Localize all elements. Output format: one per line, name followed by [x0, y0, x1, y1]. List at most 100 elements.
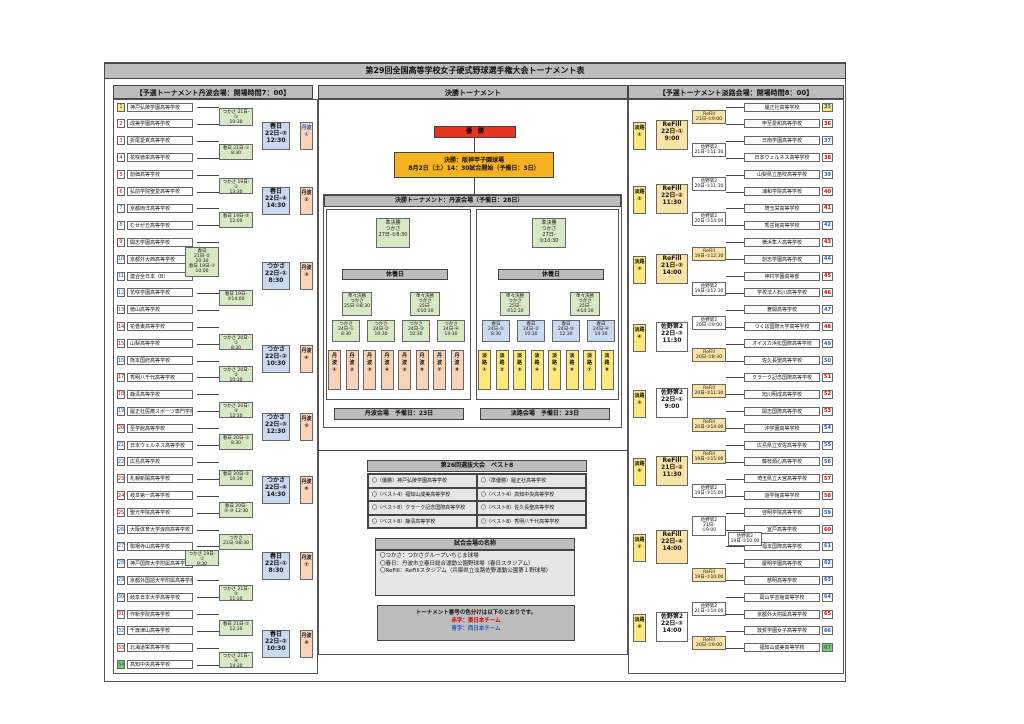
- team-number: 25: [117, 508, 125, 518]
- team-number: 38: [822, 153, 833, 163]
- team-name: クラーク記念国際高等学校: [744, 372, 820, 382]
- team-number: 60: [822, 525, 833, 534]
- team-name: 駒場寺山高等学校: [127, 541, 193, 551]
- color-note-title: トーナメント番号の色分けは以下のとおりです。: [415, 610, 537, 616]
- team-number: 2: [117, 119, 125, 129]
- game-box: 春日 19日-②14:00: [219, 290, 253, 306]
- team-name: 慶明学園高等学校: [744, 558, 820, 568]
- team-name: 岐阜第一高等学校: [127, 491, 193, 501]
- venue-line: 〇つかさ：つかさグループいちじま球場: [380, 553, 479, 559]
- team-number: 55: [822, 440, 833, 450]
- team-name: 岡山学芸館高等学校: [744, 592, 820, 602]
- team-name: 京都両洋高等学校: [127, 203, 193, 213]
- team-name: 京都外大附属高等学校: [744, 609, 820, 619]
- team-number: 35: [822, 102, 833, 112]
- team-name: 高知中央高等学校: [127, 660, 193, 670]
- team-name: 花巻東高等学校: [127, 322, 193, 332]
- team-name: 創志学園高等学校: [744, 254, 820, 264]
- team-number: 65: [822, 609, 833, 619]
- team-name: 作新学院高等学校: [127, 609, 193, 619]
- team-name: 千歳津山高等学校: [127, 626, 193, 636]
- team-name: 花咲学園高等学校: [127, 288, 193, 298]
- team-number: 13: [117, 305, 125, 315]
- team-number: 62: [822, 558, 833, 568]
- team-name: 室戸高等学校: [744, 525, 820, 534]
- semifinal-left: 準決勝 つかさ 27日-①8:30: [376, 218, 410, 248]
- team-number: 58: [822, 491, 833, 501]
- team-name: 日南学園高等学校: [744, 136, 820, 146]
- team-number: 57: [822, 474, 833, 484]
- team-number: 14: [117, 322, 125, 332]
- team-name: 神戸国際大学附属高等学校: [127, 558, 193, 568]
- tanba-final-frame: [323, 194, 622, 428]
- team-name: 福本国際高等学校: [744, 541, 820, 551]
- team-number: 3: [117, 136, 125, 146]
- left-column: [113, 99, 318, 674]
- team-number: 20: [117, 423, 125, 433]
- team-name: むせが丘高等学校: [127, 220, 193, 230]
- team-number: 52: [822, 389, 833, 399]
- team-number: 48: [822, 322, 833, 332]
- team-number: 31: [117, 609, 125, 619]
- team-name: 慈明高等学校: [744, 575, 820, 585]
- team-number: 36: [822, 119, 833, 129]
- team-name: 神戸弘陵学園高等学校: [127, 102, 193, 112]
- team-number: 54: [822, 423, 833, 433]
